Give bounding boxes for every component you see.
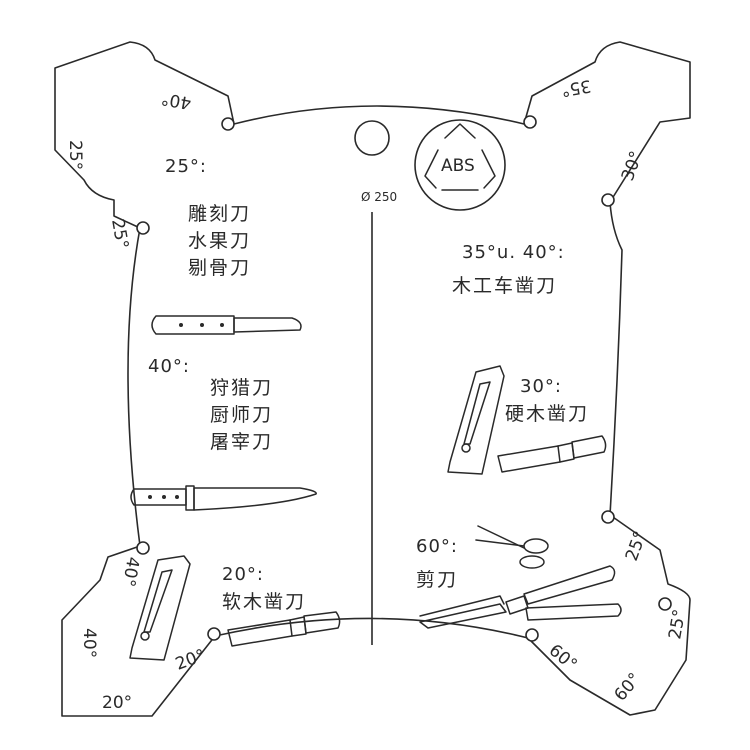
scissors-label: 剪刀: [416, 569, 458, 591]
paring-knife-icon: [151, 315, 302, 335]
scissors-icon: [475, 525, 549, 569]
chef-knife-icon: [130, 485, 317, 511]
hard-chisel-label: 硬木凿刀: [505, 403, 589, 425]
edge-angle-left-bottom-a: 40°: [79, 628, 99, 658]
hard-chisel-angle: 30°:: [520, 376, 562, 397]
edge-angle-left-lower: 40°: [118, 555, 143, 588]
edge-angle-top-left-b: 40°: [160, 88, 193, 113]
knife-label-butcher: 屠宰刀: [210, 431, 273, 453]
edge-angle-right-lower-a: 25°: [622, 529, 651, 564]
wood-chisel-angle: 35°u. 40°:: [462, 242, 565, 263]
diameter-label: Ø 250: [361, 190, 397, 204]
notch-right-lower: [601, 510, 615, 524]
knife-label-chef: 厨师刀: [210, 404, 273, 426]
group-40-angle: 40°:: [148, 356, 190, 377]
svg-text:ABS: ABS: [441, 156, 475, 176]
wood-chisel-label: 木工车凿刀: [452, 275, 557, 297]
knife-label-hunting: 狩猎刀: [210, 377, 273, 399]
notch-top-left: [221, 117, 235, 131]
notch-left-lower: [136, 541, 150, 555]
soft-chisel-angle: 20°:: [222, 564, 264, 585]
edge-angle-right-lower-b: 25°: [665, 608, 690, 641]
edge-angle-right-upper: 30°: [618, 149, 647, 184]
hanging-hole: [354, 120, 390, 156]
edge-angle-top-left-a: 25°: [65, 140, 85, 170]
notch-bottom-left: [207, 627, 221, 641]
notch-right-upper: [601, 193, 615, 207]
edge-angle-left-bottom-b: 20°: [102, 693, 132, 713]
knife-label-carving: 雕刻刀: [188, 203, 251, 225]
hedge-shears-icon: [419, 565, 622, 629]
group-25-angle: 25°:: [165, 156, 207, 177]
plane-iron-right-icon: [447, 365, 505, 475]
chisel-left-icon: [227, 611, 341, 647]
knife-label-fruit: 水果刀: [188, 230, 251, 252]
plane-iron-left-icon: [129, 555, 191, 661]
edge-angle-bottom-right-b: 60°: [611, 669, 646, 705]
notch-bottom-right: [525, 628, 539, 642]
edge-angle-bottom-right-a: 60°: [545, 641, 581, 676]
soft-chisel-label: 软木凿刀: [222, 591, 306, 613]
scissors-angle: 60°:: [416, 536, 458, 557]
chisel-right-icon: [497, 435, 607, 473]
knife-label-boning: 剔骨刀: [188, 257, 251, 279]
recycle-abs-icon: ABS: [414, 119, 506, 211]
edge-angle-bottom-center: 20°: [173, 646, 208, 675]
notch-top-right: [523, 115, 537, 129]
notch-left-upper: [136, 221, 150, 235]
edge-angle-left-upper: 25°: [107, 217, 132, 250]
notch-right-bottom: [658, 597, 672, 611]
